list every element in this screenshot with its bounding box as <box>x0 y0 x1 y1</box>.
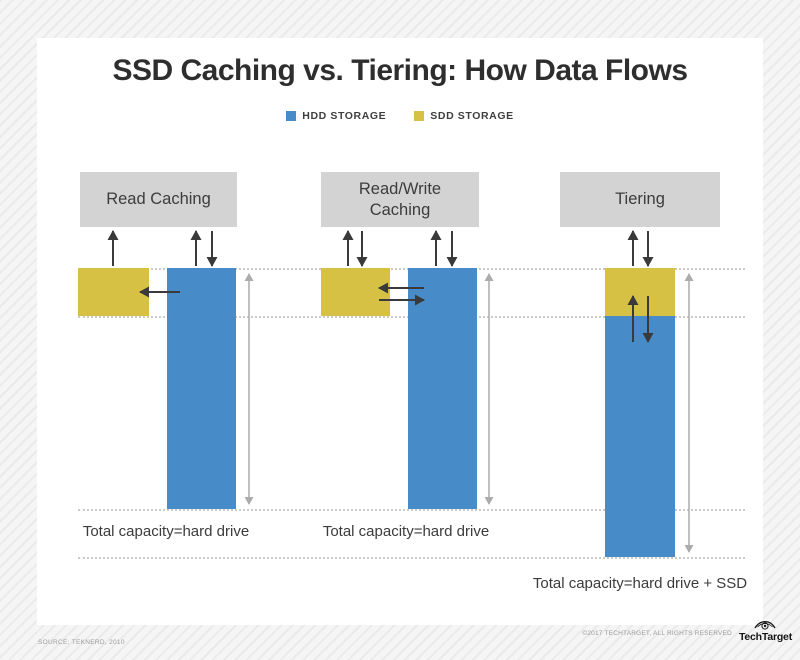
read-write-caching-hdd-bar <box>408 268 477 509</box>
dotted-line-tiering-bottom <box>78 557 745 559</box>
source-note: SOURCE: TEKNERD, 2010 <box>38 639 125 646</box>
read-caching-capacity-caption: Total capacity=hard drive <box>82 523 250 540</box>
techtarget-wordmark: TechTarget <box>738 631 792 643</box>
legend-item-sdd: SDD STORAGE <box>414 110 513 122</box>
read-caching-ssd-box <box>78 268 149 316</box>
legend-label-hdd: HDD STORAGE <box>302 110 387 122</box>
tiering-capacity-caption: Total capacity=hard drive + SSD <box>532 575 748 592</box>
infographic-card: SSD Caching vs. Tiering: How Data Flows … <box>37 38 763 625</box>
page-title: SSD Caching vs. Tiering: How Data Flows <box>112 54 688 87</box>
header-tiering: Tiering <box>560 172 720 227</box>
techtarget-logo: TechTarget <box>739 617 792 643</box>
hdd-color-swatch-icon <box>286 111 297 121</box>
legend-item-hdd: HDD STORAGE <box>286 110 386 122</box>
read-write-caching-ssd-box <box>321 268 390 316</box>
techtarget-eye-icon <box>754 620 777 630</box>
rw-caching-capacity-caption: Total capacity=hard drive <box>322 523 490 540</box>
header-read-caching: Read Caching <box>80 172 237 227</box>
legend: HDD STORAGE SDD STORAGE <box>37 110 763 122</box>
header-read-write-caching: Read/Write Caching <box>321 172 479 227</box>
tiering-ssd-segment <box>605 268 675 316</box>
legend-label-sdd: SDD STORAGE <box>430 110 514 122</box>
read-caching-hdd-bar <box>167 268 236 509</box>
footer-right: ©2017 TECHTARGET, ALL RIGHTS RESERVED Te… <box>582 617 792 643</box>
tiering-hdd-segment <box>605 316 675 557</box>
dotted-line-hdd-bottom <box>78 509 745 511</box>
copyright-note: ©2017 TECHTARGET, ALL RIGHTS RESERVED <box>582 630 732 637</box>
sdd-color-swatch-icon <box>414 111 425 121</box>
